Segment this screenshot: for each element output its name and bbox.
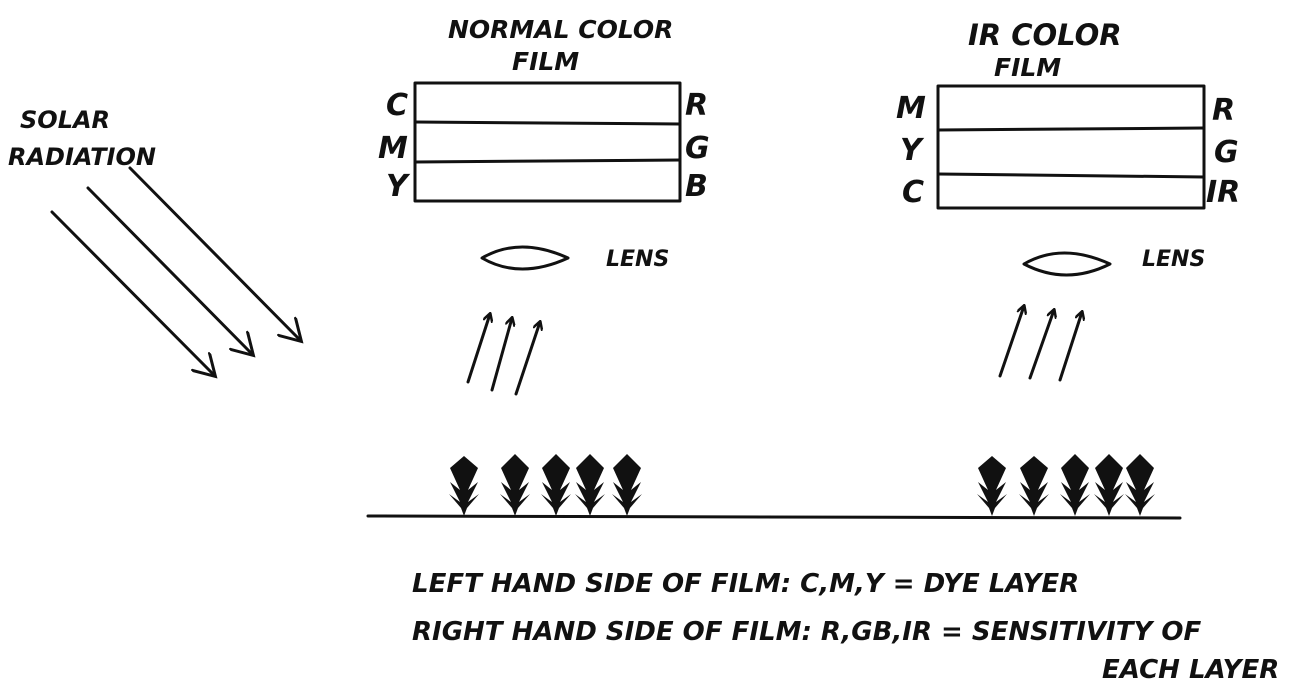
normal-film-title-line2: FILM	[512, 47, 579, 76]
ir-film-frame	[938, 86, 1204, 208]
ir-film-left-label: M	[896, 91, 926, 126]
reflected-arrow	[1030, 310, 1054, 378]
reflected-arrow	[468, 314, 490, 382]
ground-line	[368, 516, 1180, 518]
solar-label-line1: SOLAR	[20, 106, 110, 134]
plant-icon	[449, 456, 479, 516]
reflected-arrow	[1000, 306, 1024, 376]
vegetation-left	[449, 454, 642, 516]
plant-icon	[1019, 456, 1049, 516]
normal-film-right-label: G	[685, 131, 710, 166]
normal-film-layers	[415, 83, 680, 201]
plant-icon	[500, 454, 530, 516]
normal-film-right-label: R	[685, 88, 708, 123]
plant-icon	[1125, 454, 1155, 516]
layer-divider	[415, 160, 680, 162]
solar-radiation-arrows	[52, 168, 300, 375]
normal-film-left-label: M	[378, 131, 408, 166]
normal-film-left-label: Y	[386, 169, 411, 204]
layer-divider	[938, 128, 1204, 130]
solar-label-line2: RADIATION	[8, 143, 156, 171]
normal-lens-icon	[482, 247, 568, 269]
ir-lens-icon	[1024, 253, 1110, 275]
normal-film-right-label: B	[685, 169, 708, 204]
normal-film-title-line1: NORMAL COLOR	[448, 15, 673, 44]
layer-divider	[938, 174, 1204, 177]
ir-film-right-label: G	[1214, 135, 1239, 170]
plant-icon	[977, 456, 1007, 516]
plant-icon	[1060, 454, 1090, 516]
normal-film-frame	[415, 83, 680, 201]
solar-arrow	[52, 212, 214, 375]
layer-divider	[415, 122, 680, 124]
plant-icon	[612, 454, 642, 516]
ir-film-left-label: Y	[900, 133, 925, 168]
ir-film-title-line2: FILM	[994, 53, 1061, 82]
ir-reflected-arrows	[1000, 306, 1082, 380]
reflected-arrow	[492, 318, 512, 390]
ir-lens-label: LENS	[1142, 247, 1205, 272]
ir-film-left-label: C	[902, 175, 924, 210]
reflected-arrow	[1060, 312, 1082, 380]
normal-reflected-arrows	[468, 314, 540, 394]
ir-film-layers	[938, 86, 1204, 208]
plant-icon	[575, 454, 605, 516]
ir-film-right-label: IR	[1206, 175, 1240, 210]
normal-film-left-label: C	[386, 88, 408, 123]
legend-line1: LEFT HAND SIDE OF FILM: C,M,Y = DYE LAYE…	[412, 569, 1079, 599]
legend-line2: RIGHT HAND SIDE OF FILM: R,GB,IR = SENSI…	[412, 617, 1201, 647]
plant-icon	[541, 454, 571, 516]
reflected-arrow	[516, 322, 540, 394]
vegetation-right	[977, 454, 1155, 516]
ir-film-right-label: R	[1212, 93, 1235, 128]
ir-film-title-line1: IR COLOR	[968, 18, 1122, 52]
normal-lens-label: LENS	[606, 247, 669, 272]
legend-line3: EACH LAYER	[1102, 655, 1279, 685]
plant-icon	[1094, 454, 1124, 516]
